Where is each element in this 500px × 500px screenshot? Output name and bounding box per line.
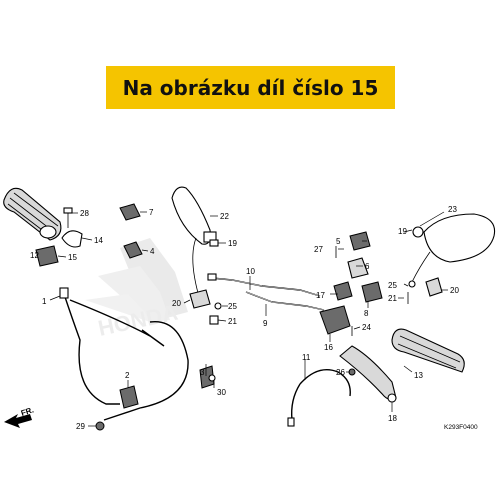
bolt-29 — [95, 421, 105, 431]
callout-13: 13 — [414, 371, 423, 380]
callout-26: 26 — [336, 368, 345, 377]
callout-2: 2 — [125, 371, 130, 380]
callout-17: 17 — [316, 291, 325, 300]
bolt-30 — [208, 374, 216, 382]
callout-3: 3 — [200, 368, 205, 377]
mirror-boot-20b — [425, 277, 443, 297]
callout-22: 22 — [220, 212, 229, 221]
wire-harness-10 — [207, 273, 321, 297]
cable-clamp-2 — [119, 385, 139, 409]
right-grip — [391, 328, 465, 373]
part-number-banner: Na obrázku díl číslo 15 — [106, 66, 395, 109]
left-grip — [3, 187, 62, 241]
switch-4 — [123, 241, 143, 259]
left-mirror — [171, 186, 217, 301]
callout-15: 15 — [68, 253, 77, 262]
throttle-cable — [59, 287, 165, 405]
callout-4: 4 — [150, 247, 155, 256]
throttle-housing — [35, 245, 59, 267]
callout-7: 7 — [149, 208, 154, 217]
callout-24: 24 — [362, 323, 371, 332]
callout-20a: 20 — [172, 299, 181, 308]
right-switch-housing — [319, 305, 351, 335]
callout-19b: 19 — [398, 227, 407, 236]
washer-25a — [214, 302, 222, 310]
callout-12: 12 — [30, 251, 39, 260]
switch-17 — [333, 281, 353, 301]
brake-lever-18 — [339, 345, 397, 403]
callout-25a: 25 — [228, 302, 237, 311]
brake-cable-11 — [287, 369, 351, 427]
callout-30: 30 — [217, 388, 226, 397]
callout-29: 29 — [76, 422, 85, 431]
throttle-pipe — [61, 230, 83, 248]
callout-28: 28 — [80, 209, 89, 218]
switch-8 — [361, 281, 383, 303]
switch-7 — [119, 203, 141, 221]
washer-25b — [408, 280, 416, 288]
callout-1: 1 — [42, 297, 47, 306]
wire-harness-9 — [245, 291, 325, 311]
callout-19a: 19 — [228, 239, 237, 248]
callout-6: 6 — [365, 262, 370, 271]
switch-5 — [349, 231, 371, 251]
right-mirror — [411, 213, 496, 283]
direction-label: FR. — [20, 405, 35, 418]
callout-21b: 21 — [388, 294, 397, 303]
switch-6 — [347, 257, 369, 279]
callout-9: 9 — [263, 319, 268, 328]
callout-5: 5 — [336, 237, 341, 246]
callout-18: 18 — [388, 414, 397, 423]
leader-lines — [49, 211, 448, 427]
brake-cable-loop — [103, 320, 189, 421]
mirror-boot-20a — [189, 289, 211, 309]
callout-14: 14 — [94, 236, 103, 245]
callout-11: 11 — [302, 353, 311, 362]
nut-19a — [209, 239, 219, 247]
nut-19b — [412, 226, 424, 238]
callout-20b: 20 — [450, 286, 459, 295]
front-direction-arrow: FR. — [4, 405, 35, 428]
screw-28 — [63, 207, 73, 228]
diagram-code: K293F0400 — [444, 424, 478, 431]
callout-16: 16 — [324, 343, 333, 352]
callout-labels: 28 7 22 23 14 4 19 19 12 15 5 10 27 6 25… — [30, 205, 459, 431]
callout-10: 10 — [246, 267, 255, 276]
bolt-21a — [209, 315, 219, 325]
callout-23: 23 — [448, 205, 457, 214]
callout-25b: 25 — [388, 281, 397, 290]
callout-27: 27 — [314, 245, 323, 254]
banner-text: Na obrázku díl číslo 15 — [122, 75, 379, 100]
callout-8: 8 — [364, 309, 369, 318]
callout-21a: 21 — [228, 317, 237, 326]
